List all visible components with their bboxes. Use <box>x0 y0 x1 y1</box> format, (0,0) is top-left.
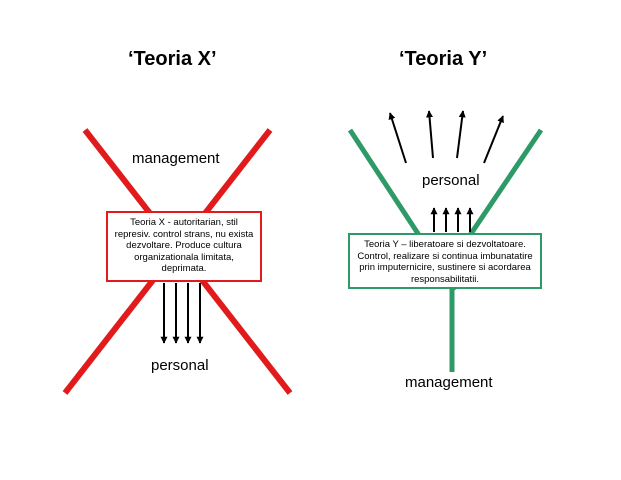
theory-y-description: Teoria Y – liberatoare si dezvoltatoare.… <box>348 233 542 289</box>
theory-x-bottom-label: personal <box>151 357 209 374</box>
y-up-arrow-large <box>388 112 407 164</box>
theory-x-top-label: management <box>132 150 220 167</box>
theory-y-title: ‘Teoria Y’ <box>399 48 488 70</box>
y-up-arrow-large <box>483 115 504 164</box>
theory-x-description: Teoria X - autoritarian, stil represiv. … <box>106 211 262 282</box>
theory-x-title: ‘Teoria X’ <box>128 48 217 70</box>
y-branch-right <box>457 128 544 252</box>
theory-y-bottom-label: management <box>405 374 493 391</box>
y-up-arrow-large <box>456 110 466 159</box>
theory-y-top-label: personal <box>422 172 480 189</box>
y-up-arrow-large <box>426 110 434 159</box>
